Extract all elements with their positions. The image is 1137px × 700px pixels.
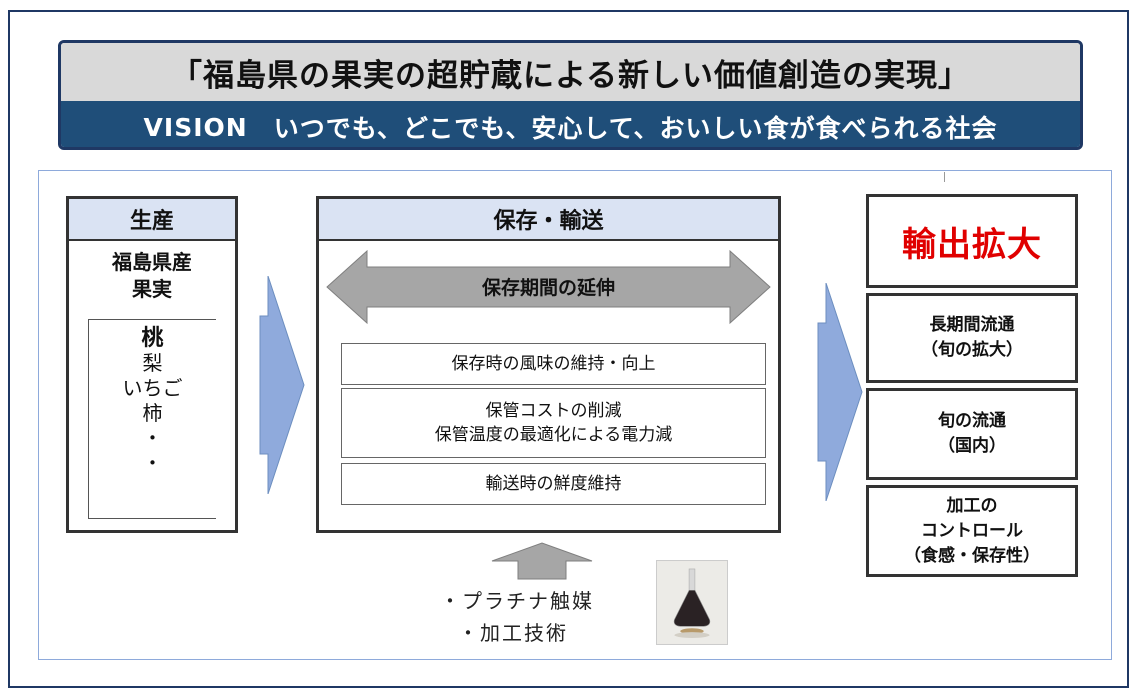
- export-item-line: （食感・保存性）: [904, 545, 1040, 566]
- technology-item: ・加工技術: [458, 621, 568, 645]
- page-title: 「福島県の果実の超貯蔵による新しい価値創造の実現」: [61, 43, 1080, 101]
- fruit-item: ・: [142, 426, 163, 450]
- export-item-line: 旬の流通: [938, 411, 1006, 431]
- export-item: 加工の コントロール （食感・保存性）: [866, 485, 1078, 577]
- storage-item-line: 保管温度の最適化による電力減: [434, 425, 673, 445]
- production-header: 生産: [69, 199, 235, 241]
- export-item-line: （国内）: [938, 436, 1006, 456]
- export-item-line: （旬の拡大）: [921, 340, 1023, 360]
- storage-item: 保管コストの削減 保管温度の最適化による電力減: [341, 388, 766, 458]
- arrow-label: 保存期間の延伸: [481, 277, 615, 299]
- storage-item: 保存時の風味の維持・向上: [341, 343, 766, 385]
- vision-label: VISION: [143, 112, 248, 142]
- technology-list: ・プラチナ触媒 ・加工技術: [440, 585, 650, 649]
- export-header: 輸出拡大: [866, 194, 1078, 288]
- double-arrow: [326, 249, 771, 325]
- fruit-item: 桃: [141, 326, 164, 351]
- fruit-item: 梨: [142, 351, 163, 375]
- vision-text: いつでも、どこでも、安心して、おいしい食が食べられる社会: [273, 114, 998, 143]
- export-item: 旬の流通 （国内）: [866, 388, 1078, 480]
- production-subtitle-line: 福島県産: [112, 250, 192, 274]
- title-banner: 「福島県の果実の超貯蔵による新しい価値創造の実現」 VISION いつでも、どこ…: [58, 40, 1083, 150]
- flow-arrow-1: [259, 276, 305, 494]
- up-arrow: [491, 542, 593, 580]
- production-subtitle-line: 果実: [132, 277, 172, 301]
- diagram-frame: [38, 170, 1112, 660]
- export-item-line: コントロール: [921, 520, 1023, 541]
- flow-arrow-2: [817, 283, 863, 501]
- technology-item: ・プラチナ触媒: [440, 589, 594, 613]
- export-item-line: 長期間流通: [929, 315, 1015, 335]
- storage-item: 輸送時の鮮度維持: [341, 463, 766, 505]
- export-item: 長期間流通 （旬の拡大）: [866, 293, 1078, 383]
- fruit-item: いちご: [122, 376, 183, 400]
- fruit-item: 柿: [142, 401, 163, 425]
- storage-column: 保存・輸送 保存期間の延伸 保存時の風味の維持・向上 保管コストの削減 保管温度…: [316, 196, 781, 533]
- production-subtitle: 福島県産 果実: [69, 249, 235, 303]
- vision-bar: VISION いつでも、どこでも、安心して、おいしい食が食べられる社会: [61, 101, 1080, 147]
- export-item-line: 加工の: [946, 495, 998, 516]
- storage-item-line: 保管コストの削減: [485, 401, 622, 421]
- outer-frame: [8, 10, 1129, 688]
- catalyst-photo: [656, 560, 728, 645]
- fruit-item: ・: [142, 451, 163, 475]
- storage-item-line: 輸送時の鮮度維持: [485, 474, 622, 494]
- divider-tick: [944, 172, 945, 182]
- storage-header: 保存・輸送: [319, 199, 778, 241]
- production-column: 生産 福島県産 果実 桃 梨 いちご 柿 ・ ・: [66, 196, 238, 533]
- fruit-list: 桃 梨 いちご 柿 ・ ・: [88, 319, 216, 519]
- storage-item-line: 保存時の風味の維持・向上: [451, 354, 656, 374]
